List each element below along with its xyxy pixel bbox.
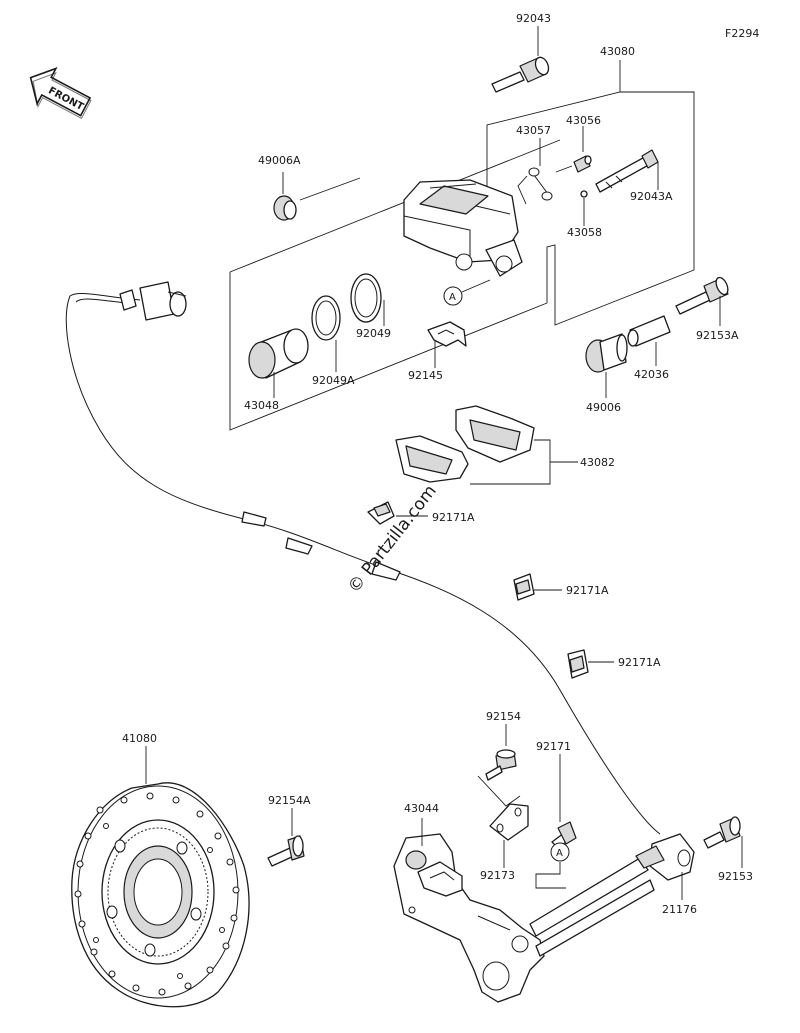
brake-disc-41080: [71, 782, 250, 1008]
callout-a-upper-label: A: [449, 292, 456, 303]
seal-92049A: [311, 295, 341, 341]
label-92043: 92043: [516, 12, 551, 25]
boot-49006A: [273, 195, 297, 221]
label-92153A: 92153A: [696, 329, 739, 342]
clamp-92171: [551, 821, 577, 849]
label-43057: 43057: [516, 124, 551, 137]
ball-43058: [580, 190, 588, 198]
label-92049A: 92049A: [312, 374, 355, 387]
label-92049: 92049: [356, 327, 391, 340]
pin-92043A: [595, 149, 659, 193]
valve-43056: [573, 155, 592, 173]
boot-49006: [585, 333, 628, 373]
seal-92049: [350, 273, 382, 323]
clamp-92171A-3: [567, 649, 589, 679]
leader-43057-b: [517, 175, 528, 205]
brake-pad-front: [395, 435, 469, 483]
label-92171A-2: 92171A: [566, 584, 609, 597]
figure-code: F2294: [725, 27, 759, 40]
frame-line: [229, 139, 561, 273]
label-43080: 43080: [600, 45, 635, 58]
label-92173: 92173: [480, 869, 515, 882]
bolt-92153A: [675, 276, 729, 315]
label-92043A: 92043A: [630, 190, 673, 203]
label-41080: 41080: [122, 732, 157, 745]
leader-callout-a-lower: [535, 862, 566, 889]
label-42036: 42036: [634, 368, 669, 381]
label-49006: 49006: [586, 401, 621, 414]
bolt-92154A: [267, 835, 305, 867]
front-arrow-icon: FRONT: [29, 66, 92, 119]
caliper-bracket-43044: [393, 833, 545, 1003]
label-92171A-3: 92171A: [618, 656, 661, 669]
callout-a-lower-label: A: [556, 848, 563, 859]
label-92154A: 92154A: [268, 794, 311, 807]
label-43056: 43056: [566, 114, 601, 127]
label-43048: 43048: [244, 399, 279, 412]
caliper-assembly-frame: [229, 91, 695, 431]
clamp-92171A-1: [367, 501, 395, 525]
label-43044: 43044: [404, 802, 439, 815]
piston-43048: [248, 328, 309, 379]
abs-sensor-wire: [65, 281, 661, 835]
caliper-body: [403, 179, 523, 277]
bleeder-43057: [528, 167, 553, 201]
callout-a-lower: A: [550, 842, 570, 862]
leader-43056-b: [555, 165, 573, 173]
clamp-92171A-2: [513, 573, 535, 601]
bolt-92043: [491, 56, 550, 93]
label-92153: 92153: [718, 870, 753, 883]
leader-49006A-b: [299, 177, 361, 201]
callout-a-upper: A: [443, 286, 463, 306]
sensor-21176: [529, 833, 695, 957]
label-43082: 43082: [580, 456, 615, 469]
leader-92154-b: [477, 775, 521, 807]
label-92171: 92171: [536, 740, 571, 753]
sleeve-42036: [627, 315, 671, 347]
label-21176: 21176: [662, 903, 697, 916]
bolt-92154: [485, 749, 517, 781]
bolt-92153: [703, 816, 741, 849]
brake-pad-rear: [455, 405, 535, 463]
clip-92145: [427, 321, 467, 347]
label-92171A-1: 92171A: [432, 511, 475, 524]
leader-callout-a-upper: [461, 279, 491, 293]
bracket-92173: [489, 803, 529, 841]
label-43058: 43058: [567, 226, 602, 239]
label-92154: 92154: [486, 710, 521, 723]
label-92145: 92145: [408, 369, 443, 382]
label-49006A: 49006A: [258, 154, 301, 167]
